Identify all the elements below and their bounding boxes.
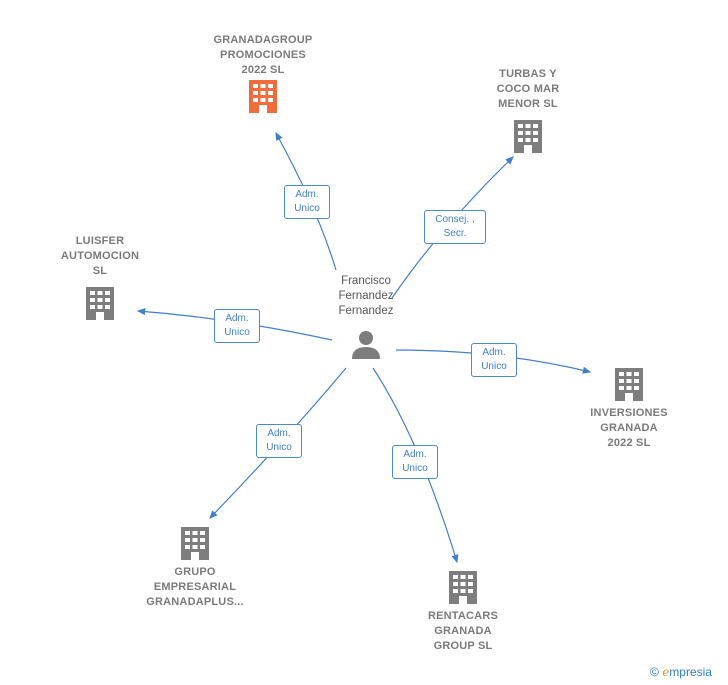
company-name: INVERSIONES GRANADA 2022 SL <box>590 407 668 449</box>
building-icon <box>86 287 114 320</box>
company-rentacars[interactable]: RENTACARS GRANADA GROUP SL <box>413 569 513 654</box>
company-inversiones[interactable]: INVERSIONES GRANADA 2022 SL <box>574 366 684 451</box>
building-icon <box>514 120 542 153</box>
building-icon <box>181 527 209 560</box>
company-name: GRANADAGROUP PROMOCIONES 2022 SL <box>213 34 313 76</box>
company-name: TURBAS Y COCO MAR MENOR SL <box>496 68 560 110</box>
company-grupo[interactable]: GRUPO EMPRESARIAL GRANADAPLUS... <box>130 525 260 610</box>
company-name: RENTACARS GRANADA GROUP SL <box>427 610 499 652</box>
brand-e: e <box>662 665 670 679</box>
brand-text: mpresia <box>669 665 712 679</box>
building-icon <box>615 368 643 401</box>
company-granadagroup[interactable]: GRANADAGROUP PROMOCIONES 2022 SL <box>193 33 333 114</box>
relation-label-granadagroup[interactable]: Adm. Unico <box>284 185 330 219</box>
relation-label-turbas[interactable]: Consej. , Secr. <box>424 210 486 244</box>
company-turbas[interactable]: TURBAS Y COCO MAR MENOR SL <box>478 67 578 154</box>
relation-label-luisfer[interactable]: Adm. Unico <box>214 309 260 343</box>
building-icon <box>249 80 277 113</box>
building-icon <box>449 571 477 604</box>
brand-logo[interactable]: © empresia <box>650 665 712 679</box>
relation-label-rentacars[interactable]: Adm. Unico <box>392 445 438 479</box>
person-icon[interactable] <box>350 330 382 360</box>
person-name[interactable]: Francisco Fernandez Fernandez <box>338 275 394 317</box>
company-luisfer[interactable]: LUISFER AUTOMOCION SL <box>50 234 150 321</box>
relation-label-grupo[interactable]: Adm. Unico <box>256 424 302 458</box>
relation-label-inversiones[interactable]: Adm. Unico <box>471 343 517 377</box>
copyright-symbol: © <box>650 665 659 679</box>
company-name: LUISFER AUTOMOCION SL <box>60 235 140 277</box>
company-name: GRUPO EMPRESARIAL GRANADAPLUS... <box>146 566 244 608</box>
